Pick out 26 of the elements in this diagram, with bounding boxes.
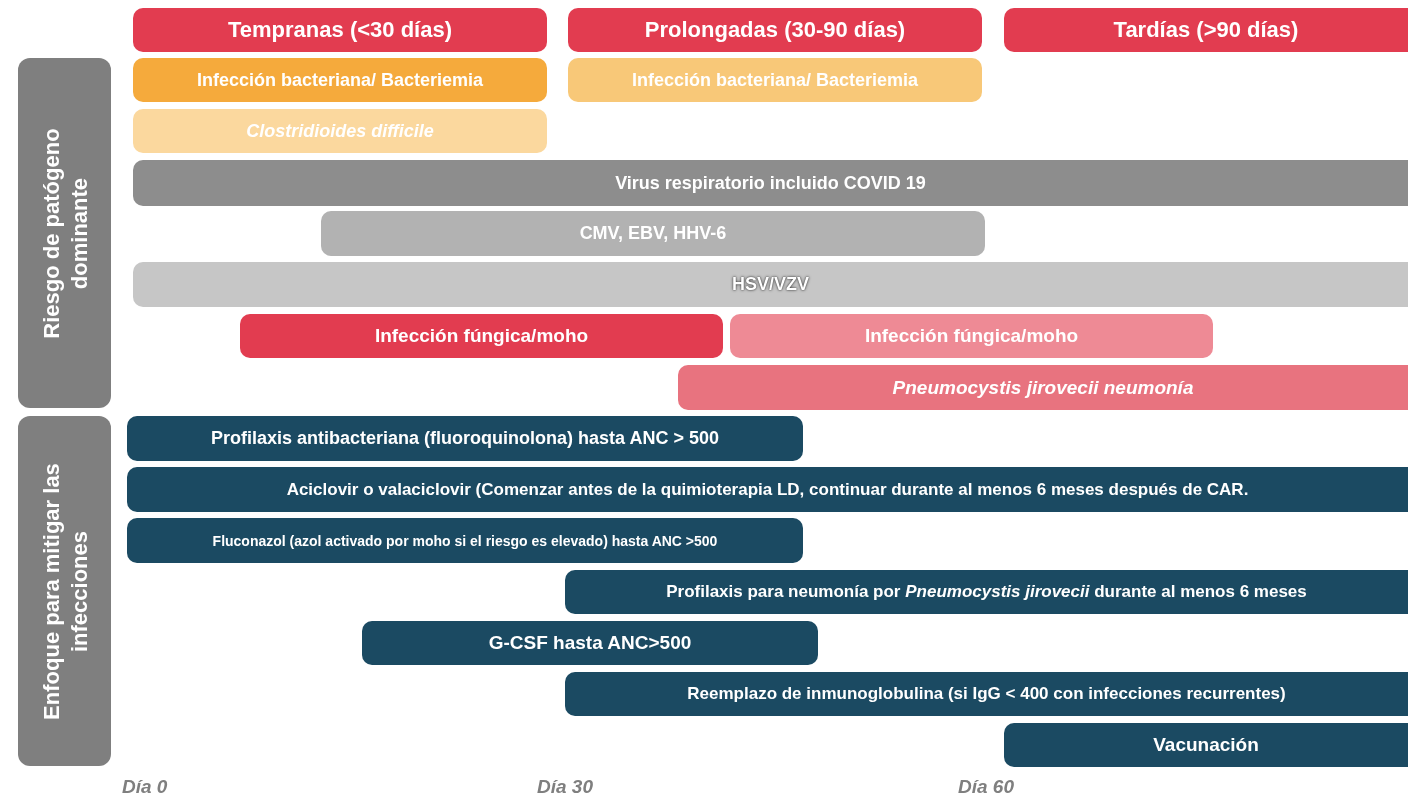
timeline-bar: Vacunación	[1004, 723, 1408, 767]
day-tick-label: Día 30	[537, 776, 593, 798]
timeline-bar: HSV/VZV	[133, 262, 1408, 307]
category-band	[18, 58, 111, 408]
timeline-bar: Aciclovir o valaciclovir (Comenzar antes de la quimioterapia LD, continuar durante al menos 6 meses después de CAR.	[127, 467, 1408, 512]
timeline-bar: Profilaxis antibacteriana (fluoroquinolona) hasta ANC > 500	[127, 416, 803, 461]
timeline-bar: Virus respiratorio incluido COVID 19	[133, 160, 1408, 206]
timeline-bar: Fluconazol (azol activado por moho si el riesgo es elevado) hasta ANC >500	[127, 518, 803, 563]
period-header: Prolongadas (30-90 días)	[568, 8, 982, 52]
timeline-bar: G-CSF hasta ANC>500	[362, 621, 818, 665]
timeline-bar: Infección bacteriana/ Bacteriemia	[133, 58, 547, 102]
timeline-bar: Infección fúngica/moho	[240, 314, 723, 358]
period-header: Tardías (>90 días)	[1004, 8, 1408, 52]
period-header: Tempranas (<30 días)	[133, 8, 547, 52]
category-band	[18, 416, 111, 766]
timeline-bar: Infección fúngica/moho	[730, 314, 1213, 358]
timeline-bar: CMV, EBV, HHV-6	[321, 211, 985, 256]
day-tick-label: Día 0	[122, 776, 168, 798]
timeline-bar: Reemplazo de inmunoglobulina (si IgG < 400 con infecciones recurrentes)	[565, 672, 1408, 716]
timeline-bar: Clostridioides difficile	[133, 109, 547, 153]
timeline-bar: Infección bacteriana/ Bacteriemia	[568, 58, 982, 102]
day-tick-label: Día 60	[958, 776, 1014, 798]
timeline-bar: Profilaxis para neumonía por Pneumocystis jirovecii durante al menos 6 meses	[565, 570, 1408, 614]
band-title: Enfoque para mitigar las infecciones	[37, 461, 92, 722]
timeline-bar: Pneumocystis jirovecii neumonía	[678, 365, 1408, 410]
band-title: Riesgo de patógeno dominante	[37, 126, 92, 341]
